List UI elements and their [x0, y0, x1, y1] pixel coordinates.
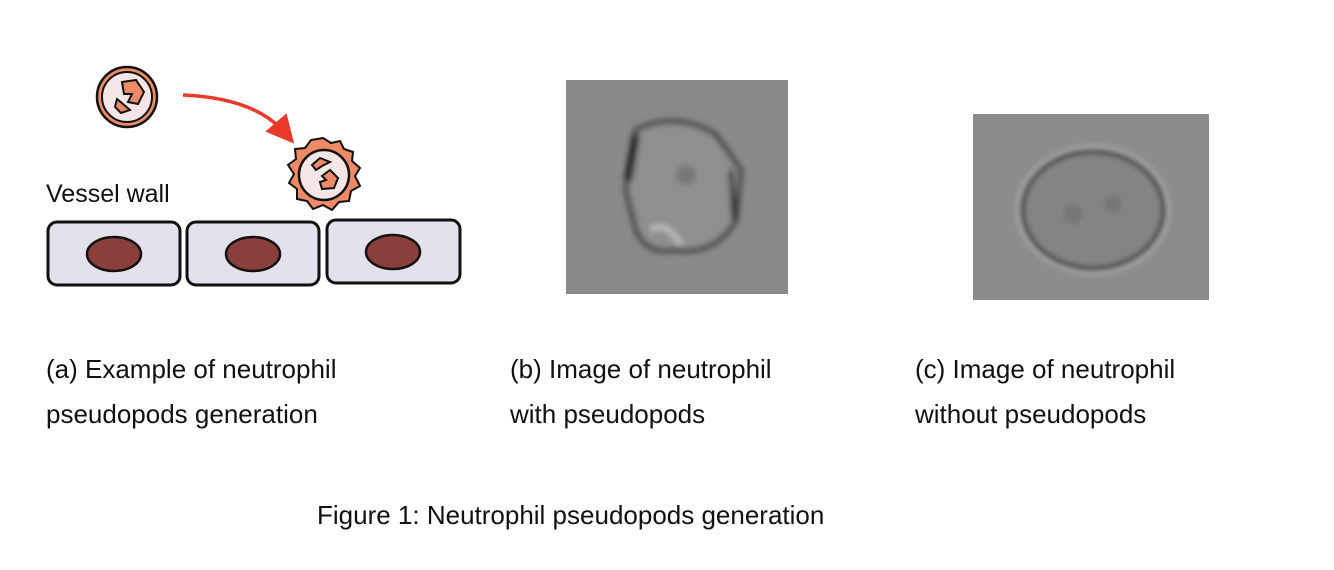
migration-arrow — [182, 93, 295, 144]
caption-a-line2: pseudopods generation — [46, 399, 318, 429]
neutrophil-with-pseudopods-image — [566, 80, 788, 294]
endothelial-cells — [46, 218, 462, 287]
caption-a-line1: (a) Example of neutrophil — [46, 354, 337, 384]
figure-caption: Figure 1: Neutrophil pseudopods generati… — [317, 500, 825, 530]
caption-a: (a) Example of neutrophil pseudopods gen… — [46, 347, 336, 437]
caption-c-line1: (c) Image of neutrophil — [915, 354, 1176, 384]
caption-b-line1: (b) Image of neutrophil — [510, 354, 772, 384]
caption-b-line2: with pseudopods — [510, 399, 706, 429]
neutrophil-without-pseudopods-image — [973, 114, 1209, 300]
vessel-wall-label: Vessel wall — [46, 180, 170, 208]
circulating-neutrophil — [95, 65, 159, 129]
adhering-neutrophil-with-pseudopods — [286, 136, 362, 212]
caption-b: (b) Image of neutrophil with pseudopods — [510, 347, 772, 437]
caption-c-line2: without pseudopods — [915, 399, 1147, 429]
neutrophil-migration-diagram — [46, 65, 462, 287]
caption-c: (c) Image of neutrophil without pseudopo… — [915, 347, 1175, 437]
